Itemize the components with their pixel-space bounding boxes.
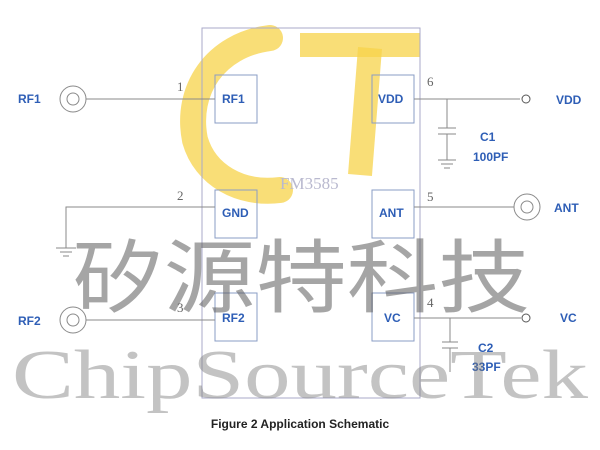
port-label-vc: VC — [560, 311, 577, 325]
pin-name-vc: VC — [384, 311, 401, 325]
pin-name-vdd: VDD — [378, 92, 404, 106]
logo-watermark — [180, 25, 420, 204]
pin-box-vc — [371, 292, 415, 342]
rf1-connector-icon — [59, 85, 87, 113]
pin-box-rf2 — [214, 292, 258, 342]
pin-name-gnd: GND — [222, 206, 249, 220]
pin-box-gnd — [214, 189, 258, 239]
port-label-rf1: RF1 — [18, 92, 41, 106]
pin-number-1: 1 — [177, 79, 184, 94]
ant-connector-icon — [513, 193, 541, 221]
c1-reference: C1 — [480, 130, 496, 144]
figure-caption: Figure 2 Application Schematic — [211, 417, 390, 431]
chip-outline — [201, 27, 421, 399]
port-label-vdd: VDD — [556, 93, 582, 107]
c2-reference: C2 — [478, 341, 494, 355]
c2-value: 33PF — [472, 360, 501, 374]
pin-name-rf2: RF2 — [222, 311, 245, 325]
port-label-ant: ANT — [554, 201, 579, 215]
chip-name: FM3585 — [280, 174, 339, 193]
pin-name-rf1: RF1 — [222, 92, 245, 106]
pin-number-2: 2 — [177, 188, 184, 203]
pin-box-ant — [371, 189, 415, 239]
port-label-rf2: RF2 — [18, 314, 41, 328]
pin-name-ant: ANT — [379, 206, 404, 220]
gnd-wire — [65, 206, 215, 248]
pin-number-6: 6 — [427, 74, 434, 89]
pin-number-3: 3 — [177, 300, 184, 315]
pin-number-5: 5 — [427, 189, 434, 204]
watermark-chinese: 矽源特科技 — [72, 232, 530, 325]
vdd-terminal-icon — [521, 94, 531, 104]
capacitor-c1-icon — [438, 99, 456, 169]
ground-icon — [56, 247, 76, 257]
c1-value: 100PF — [473, 150, 508, 164]
vc-terminal-icon — [521, 313, 531, 323]
capacitor-c2-icon — [442, 318, 458, 372]
pin-number-4: 4 — [427, 295, 434, 310]
watermark-english: ChipSourceTek — [12, 337, 588, 414]
